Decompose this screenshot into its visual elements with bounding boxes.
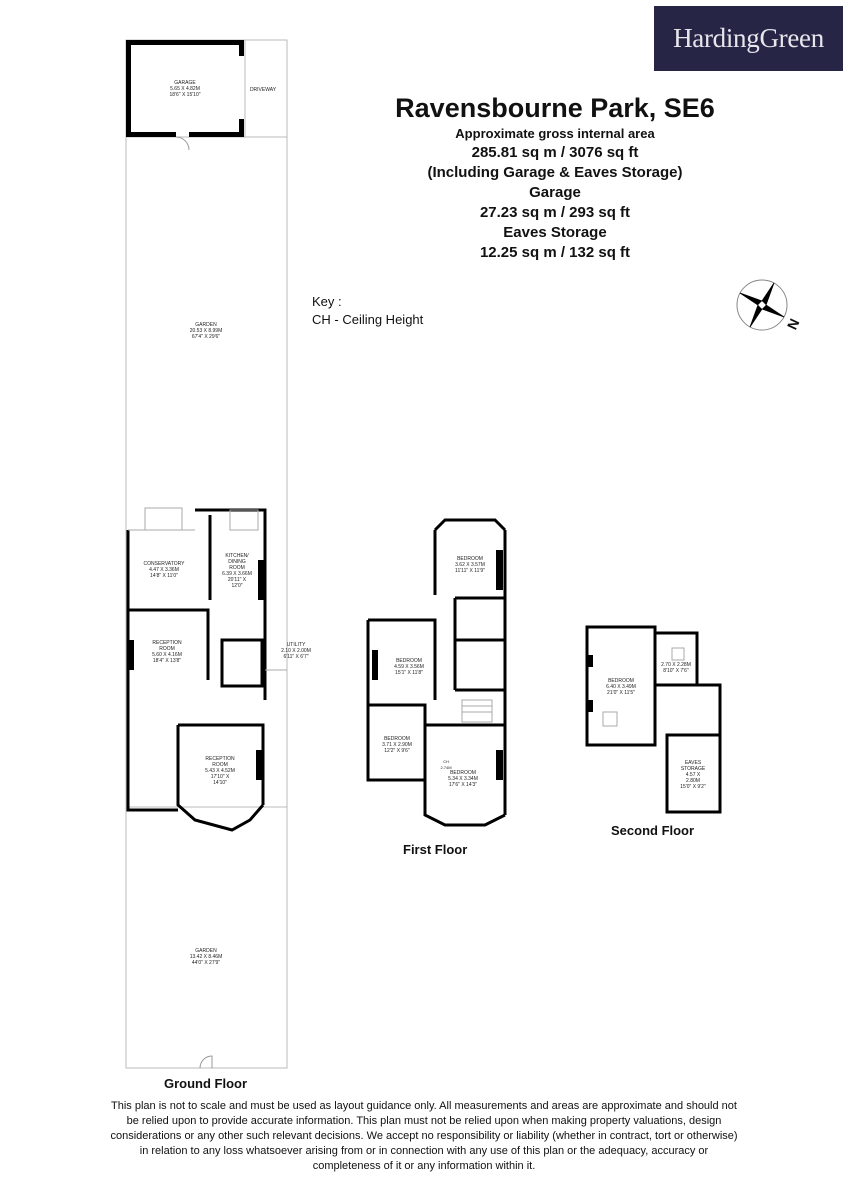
compass-icon [736, 279, 788, 331]
ground-floor-label: Ground Floor [164, 1076, 248, 1091]
first-floor-walls [366, 518, 507, 827]
key-item: CH - Ceiling Height [312, 312, 424, 327]
plot-boundary [125, 39, 288, 1069]
brand-logo: HardingGreen [654, 6, 843, 71]
disclaimer-text: This plan is not to scale and must be us… [110, 1100, 738, 1172]
brand-name: HardingGreen [673, 23, 824, 53]
eaves-heading: Eaves Storage [503, 224, 607, 241]
property-title: Ravensbourne Park, SE6 [395, 93, 715, 123]
key-heading: Key : [312, 294, 342, 309]
garage-walls [126, 40, 244, 137]
garage-heading: Garage [529, 184, 581, 201]
ceiling-height-note: CH2.74m [440, 759, 452, 770]
title-block: Ravensbourne Park, SE6 Approximate gross… [380, 92, 730, 263]
total-area: 285.81 sq m / 3076 sq ft [471, 144, 639, 161]
eaves-area: 12.25 sq m / 132 sq ft [479, 244, 631, 261]
garage-area: 27.23 sq m / 293 sq ft [479, 204, 631, 221]
area-inclusion-note: (Including Garage & Eaves Storage) [427, 164, 683, 181]
key-legend: Key : CH - Ceiling Height [312, 293, 423, 329]
area-heading: Approximate gross internal area [455, 126, 655, 141]
second-floor-label: Second Floor [611, 823, 695, 838]
room-driveway: DRIVEWAY [249, 87, 277, 93]
first-floor-label: First Floor [403, 842, 468, 857]
